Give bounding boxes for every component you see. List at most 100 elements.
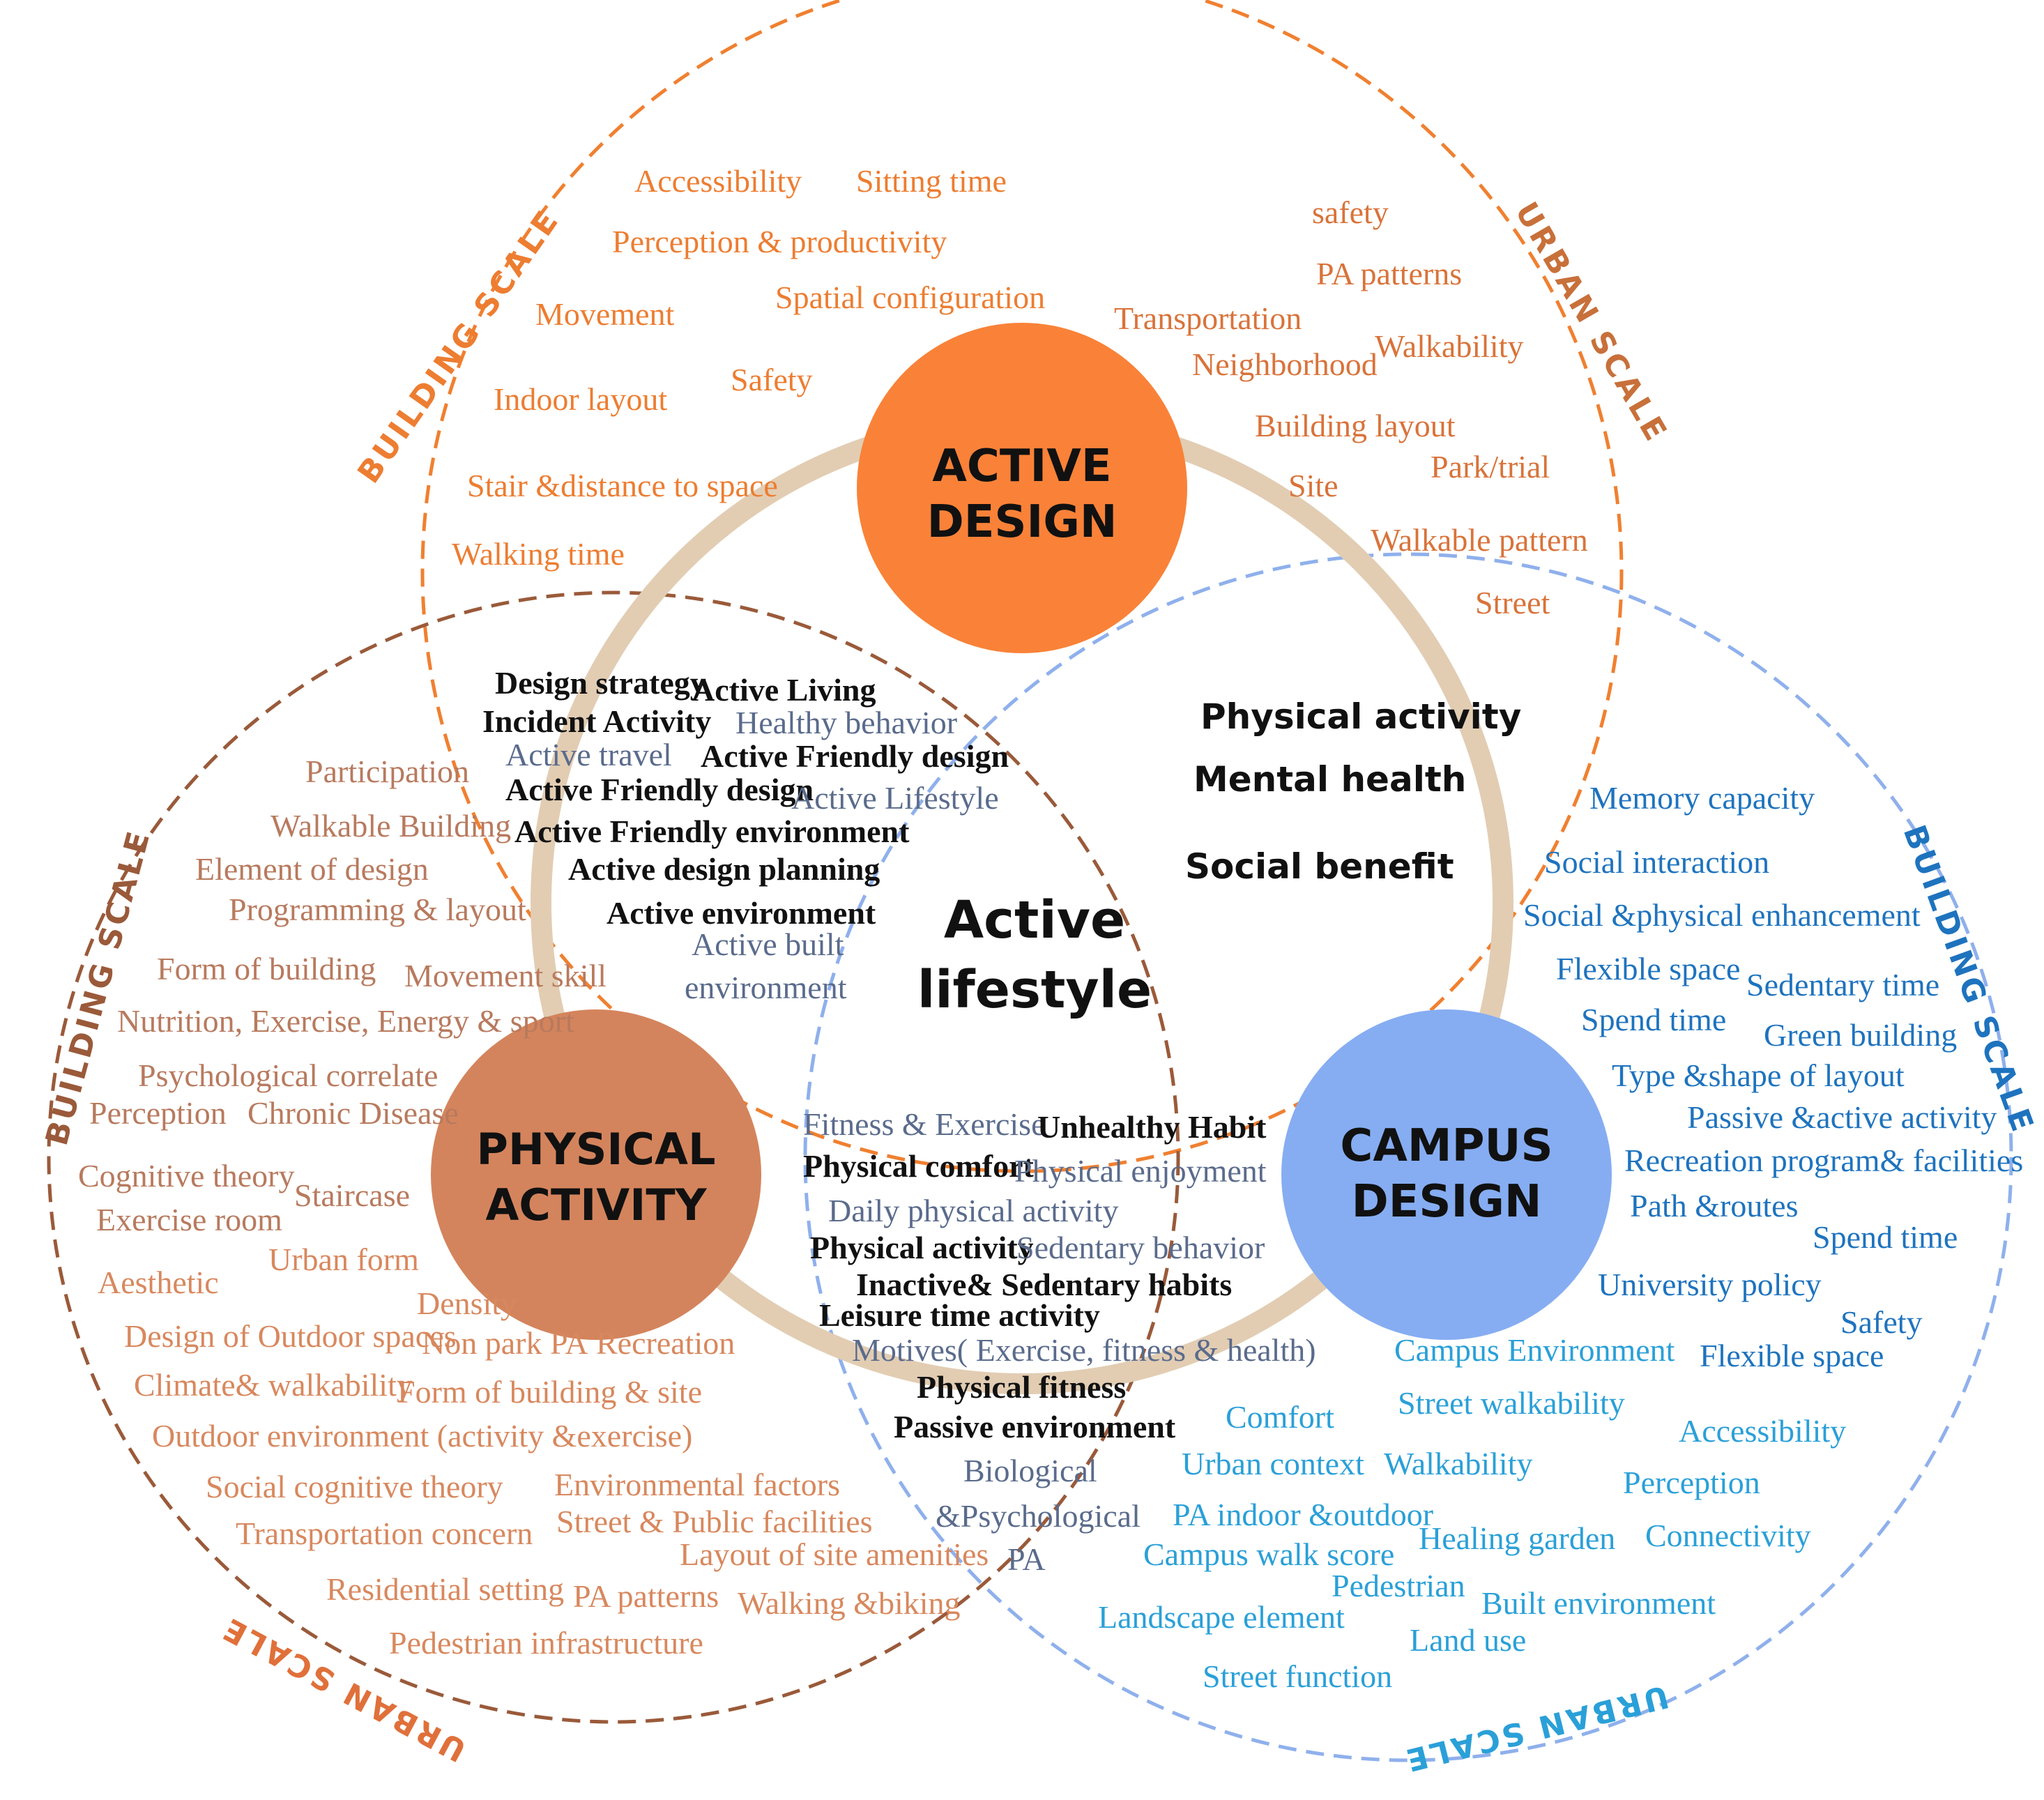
term: Form of building & site [397, 1374, 702, 1410]
term: Social &physical enhancement [1523, 897, 1921, 933]
active-design-label-line2: DESIGN [927, 496, 1118, 548]
term: Layout of site amenities [680, 1536, 989, 1572]
term: Density [417, 1286, 517, 1321]
term: Design of Outdoor spaces [124, 1318, 457, 1354]
term: Staircase [294, 1177, 410, 1213]
term: University policy [1598, 1267, 1822, 1302]
term: Safety [731, 362, 813, 397]
term: Site [1288, 468, 1338, 503]
term: Pedestrian [1332, 1568, 1465, 1603]
term: PA [1007, 1541, 1046, 1577]
term: Flexible space [1556, 951, 1740, 986]
term: Walkability [1375, 328, 1523, 364]
campus-building-terms: Memory capacity Social interaction Socia… [1523, 780, 2023, 1373]
term: Healthy behavior [735, 705, 957, 740]
term: Environmental factors [554, 1467, 840, 1502]
term: Stair &distance to space [467, 468, 778, 503]
term: Spend time [1581, 1002, 1726, 1037]
term: Urban context [1182, 1446, 1364, 1481]
term: PA patterns [1316, 256, 1462, 291]
physical-activity-hub [431, 1009, 761, 1340]
term: Recreation [596, 1325, 735, 1361]
term: Walkable Building [270, 808, 511, 844]
campus-design-hub [1281, 1009, 1612, 1340]
term: Outdoor environment (activity &exercise) [152, 1418, 692, 1454]
term: safety [1312, 195, 1389, 230]
term: Street function [1203, 1658, 1392, 1694]
term: Walkable pattern [1371, 522, 1588, 558]
term: Healing garden [1419, 1520, 1615, 1556]
term: Climate& walkability [134, 1367, 413, 1403]
term: Active Living [692, 672, 876, 708]
term: Landscape element [1098, 1599, 1345, 1635]
term: Campus Environment [1394, 1332, 1675, 1368]
term: Building layout [1255, 408, 1456, 443]
term: Type &shape of layout [1612, 1058, 1905, 1093]
term: Walkability [1384, 1446, 1532, 1481]
term: Urban form [268, 1242, 419, 1277]
campus-urban-terms: Campus Environment Comfort Street walkab… [1098, 1332, 1846, 1694]
term: Spatial configuration [775, 280, 1045, 315]
term: Active built [692, 926, 844, 962]
term: Active travel [505, 737, 672, 772]
term: PA patterns [573, 1578, 719, 1614]
term: Nutrition, Exercise, Energy & sport [117, 1003, 574, 1039]
term: Element of design [195, 851, 429, 887]
benefit-social: Social benefit [1185, 846, 1454, 887]
term: Passive environment [894, 1409, 1176, 1444]
overlap-design-activity-terms: Design strategy Active Living Incident A… [482, 665, 1009, 1005]
center-title-line1: Active [944, 890, 1125, 950]
term: Indoor layout [494, 381, 667, 417]
term: Pedestrian infrastructure [389, 1625, 703, 1661]
term: Psychological correlate [138, 1058, 438, 1093]
term: Neighborhood [1192, 346, 1378, 382]
benefit-physical-activity: Physical activity [1200, 696, 1521, 737]
center-title-line2: lifestyle [917, 960, 1152, 1020]
term: Active Friendly design [505, 772, 814, 807]
term: Accessibility [634, 163, 802, 199]
term: Participation [305, 754, 469, 789]
term: Comfort [1226, 1399, 1334, 1435]
active-design-outer-circle [420, 0, 1624, 1173]
term: Form of building [157, 951, 376, 986]
active-design-label-line1: ACTIVE [932, 441, 1111, 492]
scale-label-top-left: BUILDING SCALE [351, 203, 567, 490]
term: Built environment [1481, 1585, 1716, 1621]
term: Recreation program& facilities [1624, 1143, 2023, 1178]
term: Sedentary time [1746, 967, 1939, 1002]
term: Transportation concern [236, 1516, 533, 1551]
term: environment [685, 970, 847, 1005]
term: Active environment [607, 895, 876, 931]
campus-design-label-line1: CAMPUS [1340, 1120, 1553, 1172]
term: Transportation [1114, 300, 1302, 336]
term: Leisure time activity [819, 1297, 1100, 1333]
active-design-urban-terms: safety PA patterns Transportation Neighb… [1114, 195, 1588, 620]
campus-design-outer-circle [803, 552, 2013, 1762]
term: Spend time [1813, 1219, 1958, 1255]
term: Path &routes [1630, 1188, 1798, 1223]
term: Exercise room [96, 1202, 282, 1237]
term: Perception & productivity [612, 224, 947, 259]
term: Inactive& Sedentary habits [856, 1267, 1232, 1302]
term: Walking time [452, 536, 625, 572]
term: Connectivity [1645, 1518, 1811, 1553]
scale-label-bottom-right: URBAN SCALE [1400, 1678, 1672, 1778]
active-design-building-terms: Accessibility Sitting time Perception & … [452, 163, 1045, 572]
campus-design-label-line2: DESIGN [1352, 1176, 1542, 1228]
term: Green building [1764, 1017, 1957, 1053]
term: Campus walk score [1143, 1536, 1394, 1572]
term: Social interaction [1544, 844, 1769, 880]
term: Unhealthy Habit [1037, 1109, 1267, 1145]
scale-label-top-right: URBAN SCALE [1508, 196, 1675, 449]
term: Programming & layout [229, 892, 526, 927]
term: Physical fitness [917, 1369, 1126, 1405]
term: Street walkability [1398, 1385, 1625, 1421]
term: Social cognitive theory [206, 1469, 503, 1504]
term: Park/trial [1431, 449, 1550, 485]
physical-activity-building-terms: Participation Walkable Building Element … [78, 754, 607, 1237]
term: Active design planning [568, 851, 880, 887]
term: Safety [1840, 1304, 1923, 1340]
term: Motives( Exercise, fitness & health) [852, 1332, 1316, 1368]
